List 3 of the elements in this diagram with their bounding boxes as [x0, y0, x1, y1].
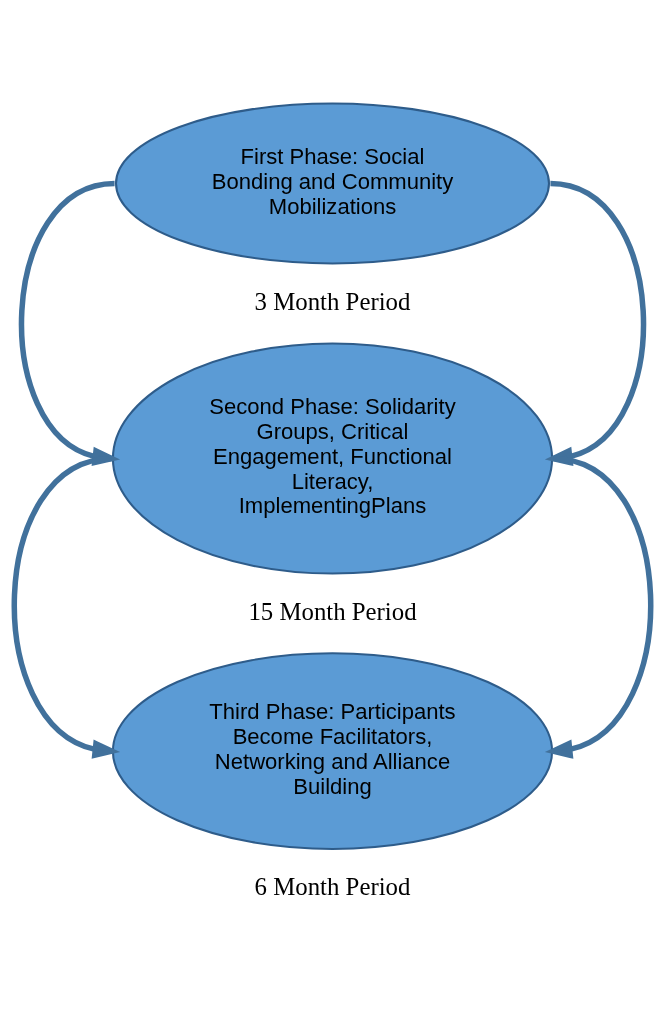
- node-label: 3 Month Period: [254, 287, 411, 315]
- node-label: 6 Month Period: [254, 872, 411, 900]
- node-label: 15 Month Period: [248, 597, 417, 625]
